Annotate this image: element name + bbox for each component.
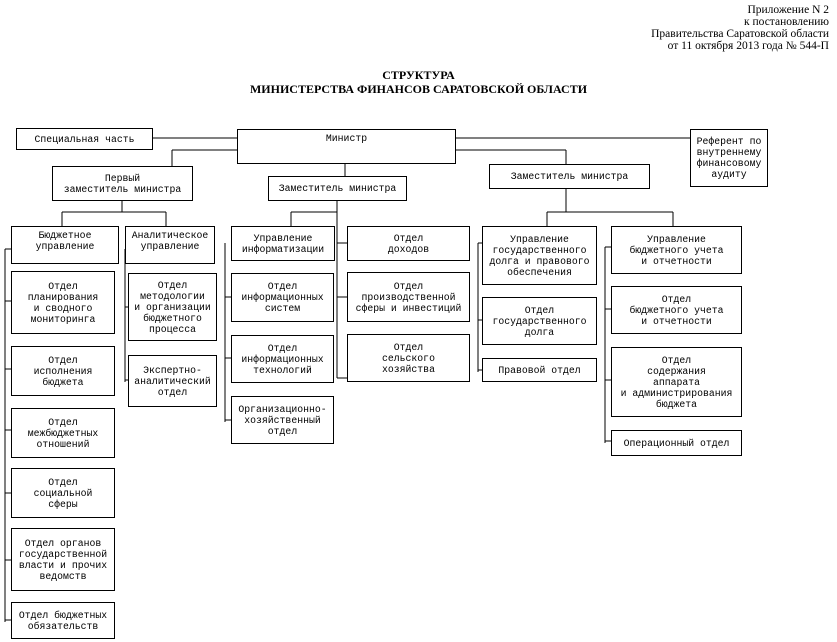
- box-label: Организационно- хозяйственный отдел: [238, 403, 327, 437]
- accounting-dept-box: Управление бюджетного учета и отчетности: [611, 226, 742, 274]
- minister-box: Министр: [237, 129, 456, 164]
- box-label: Отдел методологии и организации бюджетно…: [134, 279, 211, 335]
- appendix-line: Правительства Саратовской области: [651, 28, 829, 40]
- referent-box: Референт по внутреннему финансовому ауди…: [690, 129, 768, 187]
- box-label: Отдел государственного долга: [492, 304, 587, 338]
- box-label: Экспертно- аналитический отдел: [134, 364, 211, 398]
- deputy-right-box: Заместитель министра: [489, 164, 650, 189]
- box-label: Референт по внутреннему финансовому ауди…: [696, 136, 762, 180]
- box-label: Отдел информационных систем: [241, 281, 324, 314]
- expert-box: Экспертно- аналитический отдел: [128, 355, 217, 407]
- execution-box: Отдел исполнения бюджета: [11, 346, 115, 396]
- methodology-box: Отдел методологии и организации бюджетно…: [128, 273, 217, 341]
- budget-dept-box: Бюджетное управление: [11, 226, 119, 264]
- maintenance-box: Отдел содержания аппарата и администриро…: [611, 347, 742, 417]
- appendix-line: к постановлению: [744, 16, 829, 28]
- box-label: Отдел планирования и сводного мониторинг…: [27, 280, 99, 325]
- box-label: Отдел исполнения бюджета: [33, 354, 93, 388]
- box-label: Отдел доходов: [387, 232, 430, 255]
- info-systems-box: Отдел информационных систем: [231, 273, 334, 322]
- box-label: Заместитель министра: [510, 171, 629, 182]
- box-label: Отдел производственной сферы и инвестици…: [355, 280, 462, 314]
- box-label: Управление государственного долга и прав…: [489, 233, 590, 278]
- revenue-box: Отдел доходов: [347, 226, 470, 261]
- box-label: Первый заместитель министра: [63, 172, 182, 195]
- accounting-box: Отдел бюджетного учета и отчетности: [611, 286, 742, 334]
- page-subtitle: МИНИСТЕРСТВА ФИНАНСОВ САРАТОВСКОЙ ОБЛАСТ…: [249, 82, 588, 96]
- box-label: Отдел органов государственной власти и п…: [18, 537, 108, 582]
- box-label: Операционный отдел: [623, 437, 730, 449]
- box-label: Отдел межбюджетных отношений: [27, 416, 99, 450]
- box-label: Отдел информационных технологий: [241, 342, 324, 376]
- first-deputy-box: Первый заместитель министра: [52, 166, 193, 201]
- box-label: Заместитель министра: [278, 183, 397, 194]
- appendix-line: от 11 октября 2013 года № 544-П: [667, 40, 829, 52]
- obligations-box: Отдел бюджетных обязательств: [11, 602, 115, 639]
- social-box: Отдел социальной сферы: [11, 468, 115, 518]
- box-label: Управление информатизации: [241, 232, 325, 255]
- box-label: Аналитическое управление: [131, 230, 209, 252]
- operational-box: Операционный отдел: [611, 430, 742, 456]
- box-label: Управление бюджетного учета и отчетности: [629, 233, 724, 267]
- box-label: Отдел социальной сферы: [33, 476, 93, 510]
- state-debt-box: Отдел государственного долга: [482, 297, 597, 345]
- box-label: Отдел содержания аппарата и администриро…: [620, 354, 733, 410]
- box-label: Министр: [325, 133, 368, 144]
- special-unit-box: Специальная часть: [16, 128, 153, 150]
- appendix-line: Приложение N 2: [747, 4, 829, 16]
- box-label: Бюджетное управление: [35, 230, 95, 252]
- box-label: Отдел бюджетного учета и отчетности: [629, 293, 724, 327]
- box-label: Отдел бюджетных обязательств: [18, 609, 108, 632]
- page-title: СТРУКТУРА: [382, 68, 455, 82]
- box-label: Отдел сельского хозяйства: [382, 341, 435, 375]
- info-tech-box: Отдел информационных технологий: [231, 335, 334, 383]
- rural-box: Отдел сельского хозяйства: [347, 334, 470, 382]
- production-box: Отдел производственной сферы и инвестици…: [347, 272, 470, 322]
- deputy-center-box: Заместитель министра: [268, 176, 407, 201]
- gov-bodies-box: Отдел органов государственной власти и п…: [11, 528, 115, 591]
- box-label: Правовой отдел: [498, 364, 581, 376]
- appendix-note: Приложение N 2 к постановлению Правитель…: [529, 4, 829, 52]
- informatization-box: Управление информатизации: [231, 226, 335, 261]
- planning-box: Отдел планирования и сводного мониторинг…: [11, 271, 115, 334]
- debt-dept-box: Управление государственного долга и прав…: [482, 226, 597, 285]
- analytic-dept-box: Аналитическое управление: [125, 226, 215, 264]
- interbudget-box: Отдел межбюджетных отношений: [11, 408, 115, 458]
- box-label: Специальная часть: [34, 133, 135, 145]
- org-econ-box: Организационно- хозяйственный отдел: [231, 396, 334, 444]
- legal-box: Правовой отдел: [482, 358, 597, 382]
